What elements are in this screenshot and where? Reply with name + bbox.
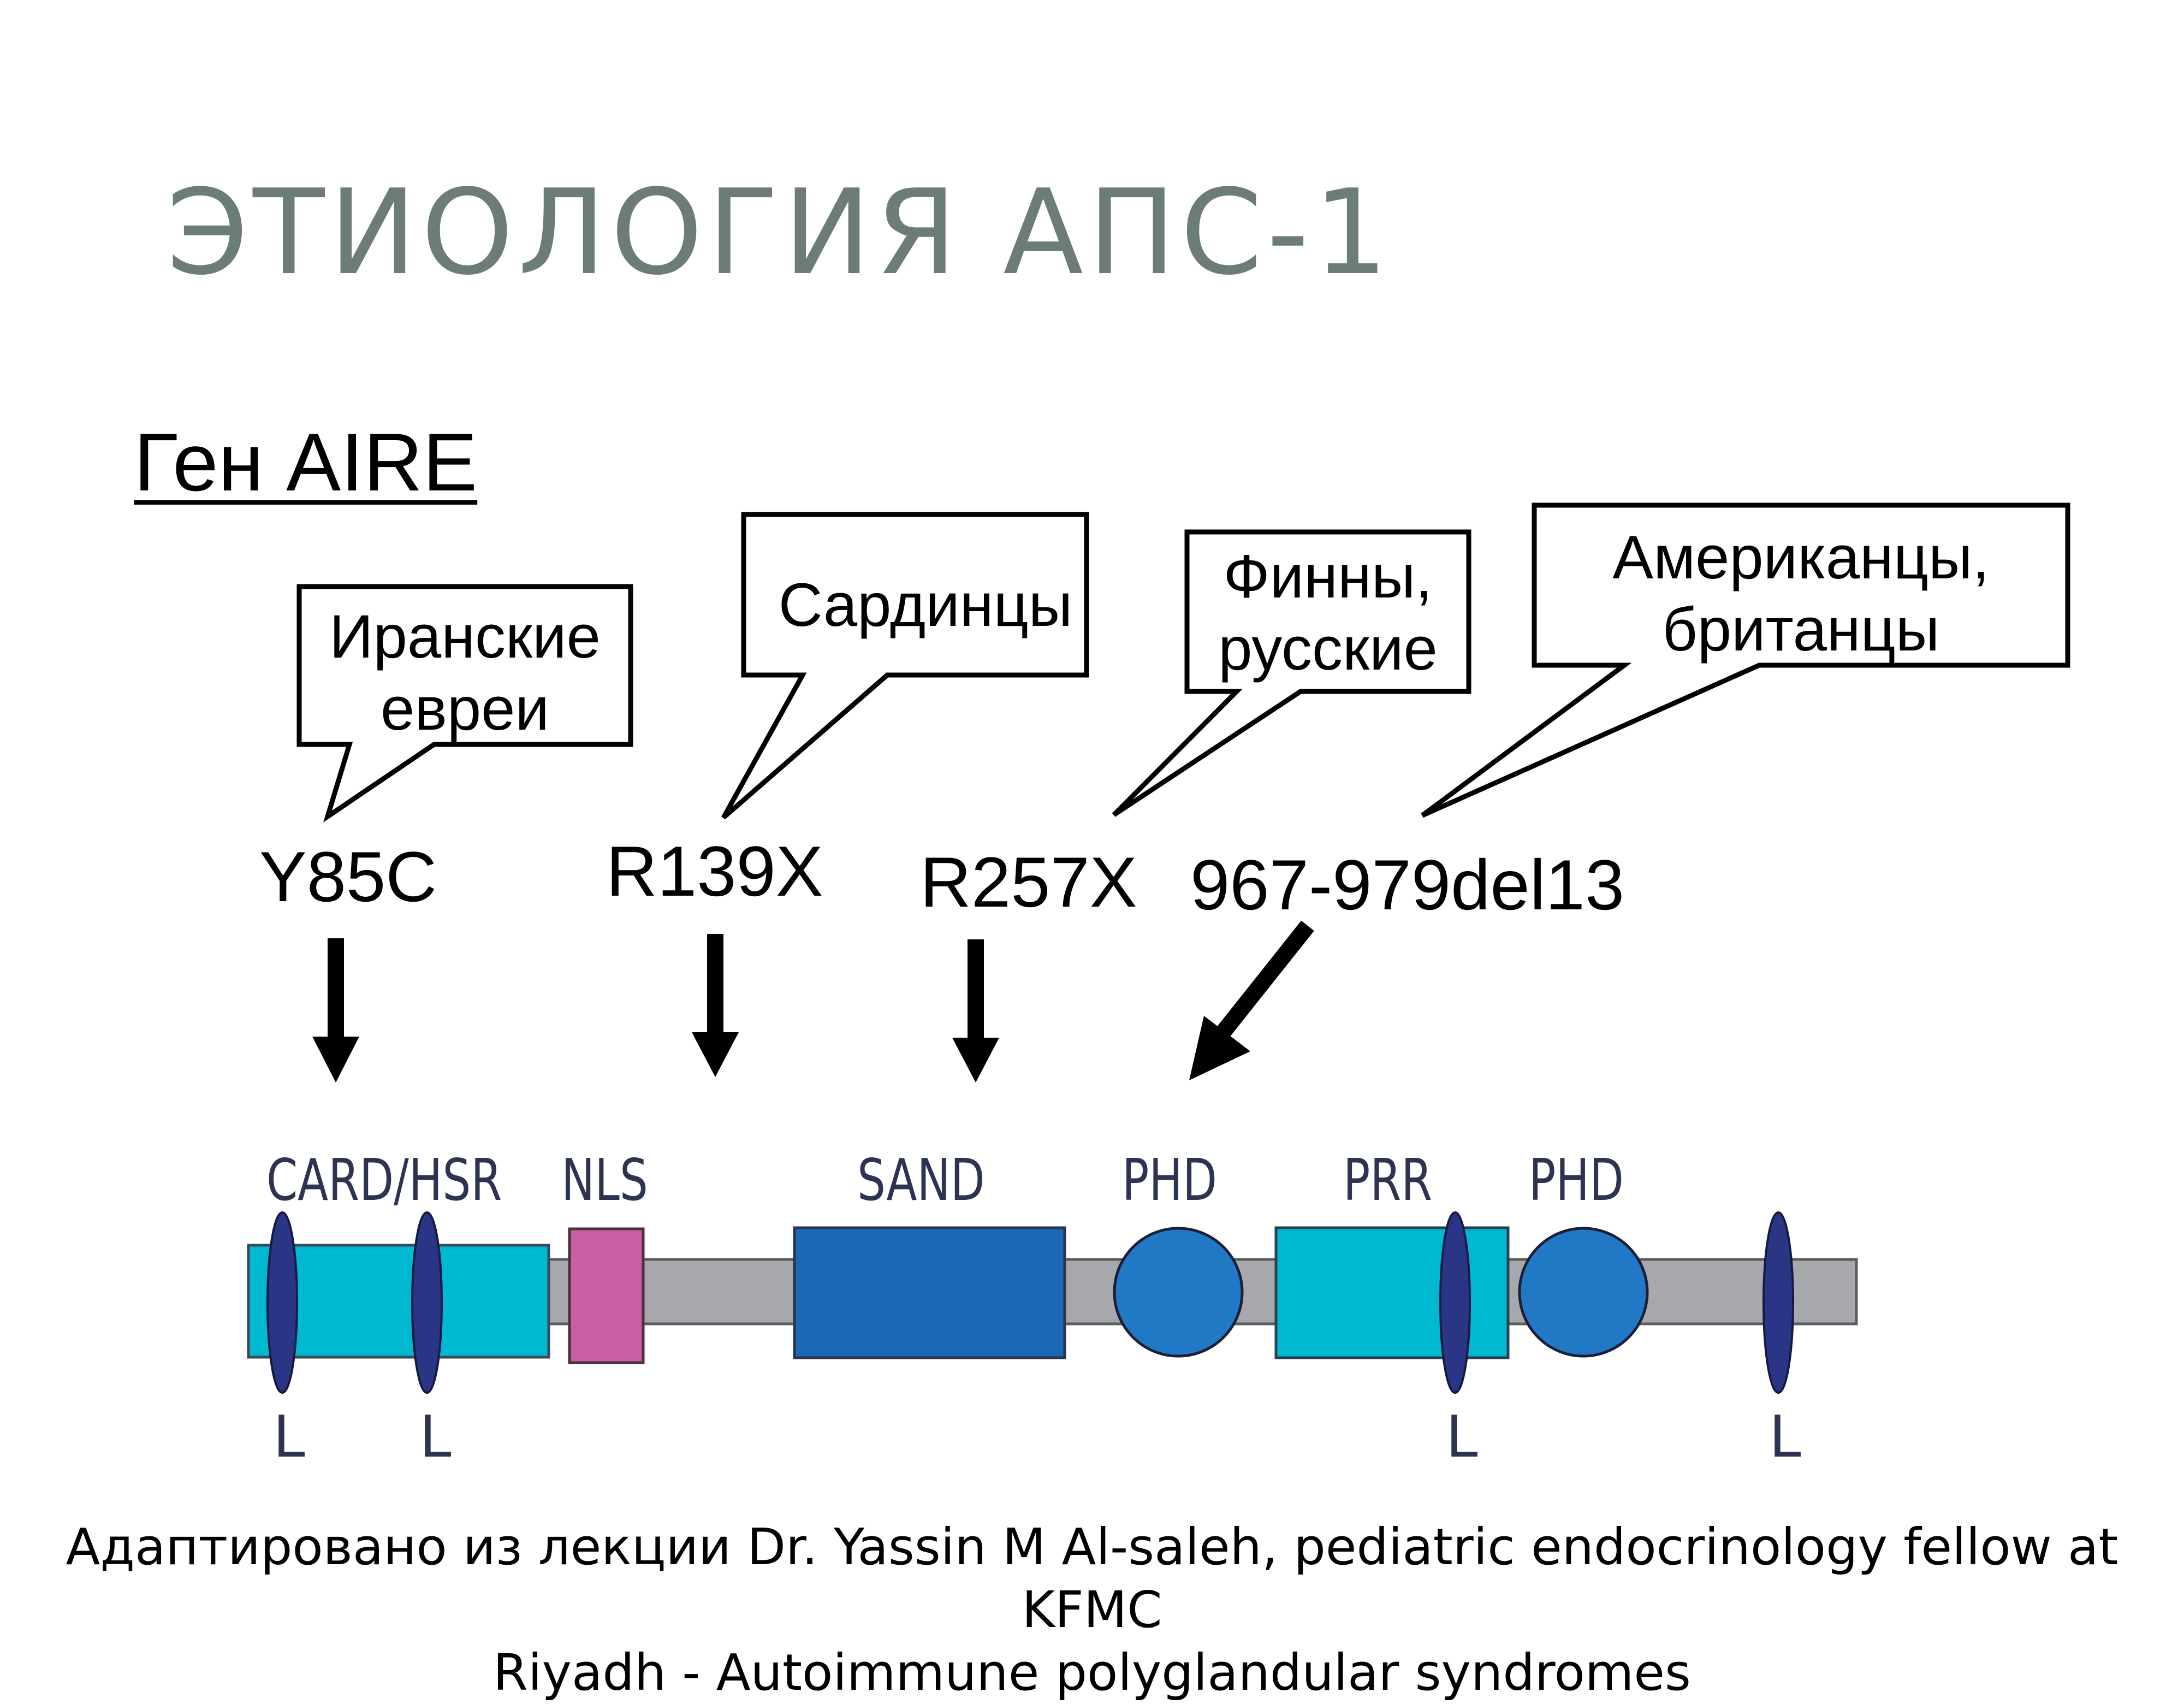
callout-4-text: Американцы, британцы	[1534, 522, 2068, 666]
callout-2-text: Сардинцы	[764, 569, 1087, 641]
loop-label-1: L	[273, 1404, 305, 1470]
arrow-r139x	[692, 934, 739, 1077]
domain-label-prr: PRR	[1343, 1147, 1433, 1214]
slide-title: ЭТИОЛОГИЯ АПС-1	[167, 164, 1393, 301]
gene-heading: Ген AIRE	[134, 416, 478, 508]
loop-marker-2	[411, 1211, 443, 1394]
callout-3-balloon	[1112, 529, 1471, 817]
aire-protein-schematic	[247, 1211, 1858, 1394]
callout-4-line-1: Американцы,	[1612, 523, 1990, 591]
loop-label-2: L	[419, 1404, 452, 1470]
callout-4-line-2: британцы	[1662, 595, 1940, 664]
diagram-graphics	[247, 502, 2070, 1394]
sand-domain	[793, 1226, 1066, 1359]
callout-1-balloon	[296, 584, 633, 823]
callout-3-line-2: русские	[1218, 614, 1438, 683]
loop-label-3: L	[1446, 1404, 1478, 1470]
callout-3-line-1: Финны,	[1223, 542, 1433, 611]
callout-4-balloon	[1421, 502, 2070, 818]
callout-2-balloon	[721, 512, 1089, 820]
phd-domain-1	[1113, 1227, 1244, 1358]
domain-label-sand: SAND	[857, 1147, 985, 1214]
nls-domain	[568, 1227, 645, 1364]
arrow-y85c	[312, 938, 359, 1082]
source-credit-line-2: Riyadh - Autoimmune polyglandular syndro…	[493, 1643, 1691, 1702]
domain-label-phd-2: PHD	[1529, 1147, 1624, 1214]
domain-label-nls: NLS	[561, 1147, 648, 1214]
domain-label-card-hsr: CARD/HSR	[266, 1147, 502, 1214]
loop-marker-1	[266, 1211, 298, 1394]
mutation-r139x: R139X	[606, 831, 823, 911]
callout-1-line-1: Иранские	[329, 602, 601, 671]
callout-1-line-2: евреи	[381, 674, 549, 743]
callout-1-text: Иранские евреи	[299, 601, 631, 745]
loop-label-4: L	[1769, 1404, 1801, 1470]
card-hsr-domain	[247, 1244, 550, 1359]
mutation-967-979del13: 967-979del13	[1190, 845, 1625, 925]
mutation-y85c: Y85C	[259, 837, 437, 916]
mutation-r257x: R257X	[920, 842, 1137, 922]
prr-domain	[1274, 1226, 1510, 1359]
domain-label-phd-1: PHD	[1122, 1147, 1218, 1214]
source-credit-line-1: Адаптировано из лекции Dr. Yassin M Al-s…	[66, 1518, 2118, 1639]
phd-domain-2	[1518, 1227, 1649, 1358]
loop-marker-4	[1762, 1211, 1794, 1394]
callout-2-line-1: Сардинцы	[778, 571, 1073, 639]
arrow-r257x	[952, 939, 999, 1082]
source-credit: Адаптировано из лекции Dr. Yassin M Al-s…	[0, 1516, 2184, 1704]
callout-3-text: Финны, русские	[1187, 541, 1469, 685]
loop-marker-3	[1439, 1211, 1471, 1394]
arrow-967-979del13	[1189, 920, 1314, 1080]
